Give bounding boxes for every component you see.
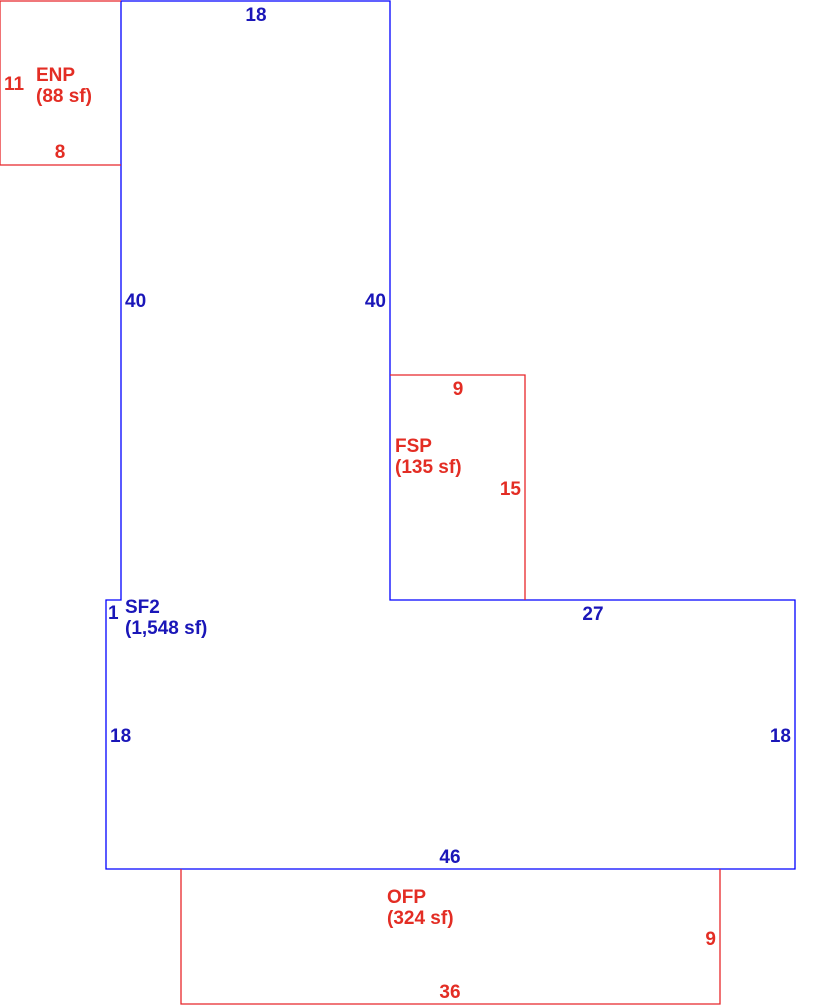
sf2-dim-left-upper: 40 [125,291,146,312]
enp-label: ENP [36,65,75,86]
ofp-area: (324 sf) [387,908,454,929]
fsp-outline [390,374,526,600]
sf2-label: SF2 [125,597,160,618]
fsp-area: (135 sf) [395,457,462,478]
sf2-area: (1,548 sf) [125,618,207,639]
sf2-dim-step: 1 [108,603,119,624]
enp-section: ENP (88 sf) 11 8 [0,0,121,166]
sf2-outline [105,0,796,870]
enp-area: (88 sf) [36,86,92,107]
fsp-section: FSP (135 sf) 9 15 [390,374,526,600]
ofp-dim-bottom: 36 [439,982,460,1003]
ofp-outline [180,869,721,1005]
sf2-dim-right: 18 [770,726,791,747]
sf2-section: SF2 (1,548 sf) 18 40 40 1 18 27 18 46 [105,0,796,870]
sf2-dim-top: 18 [245,5,266,26]
enp-dim-bottom: 8 [55,142,66,163]
fsp-dim-top: 9 [453,379,464,400]
enp-outline [0,0,121,166]
fsp-label: FSP [395,436,432,457]
ofp-section: OFP (324 sf) 9 36 [180,869,721,1005]
enp-dim-side: 11 [4,74,25,95]
sf2-dim-bottom: 46 [439,847,460,868]
ofp-dim-right: 9 [705,929,716,950]
sf2-dim-left-lower: 18 [110,726,131,747]
ofp-label: OFP [387,887,426,908]
sf2-dim-inner-vertical: 40 [365,291,386,312]
fsp-dim-right: 15 [500,479,522,500]
sf2-dim-inner-horizontal: 27 [582,604,603,625]
